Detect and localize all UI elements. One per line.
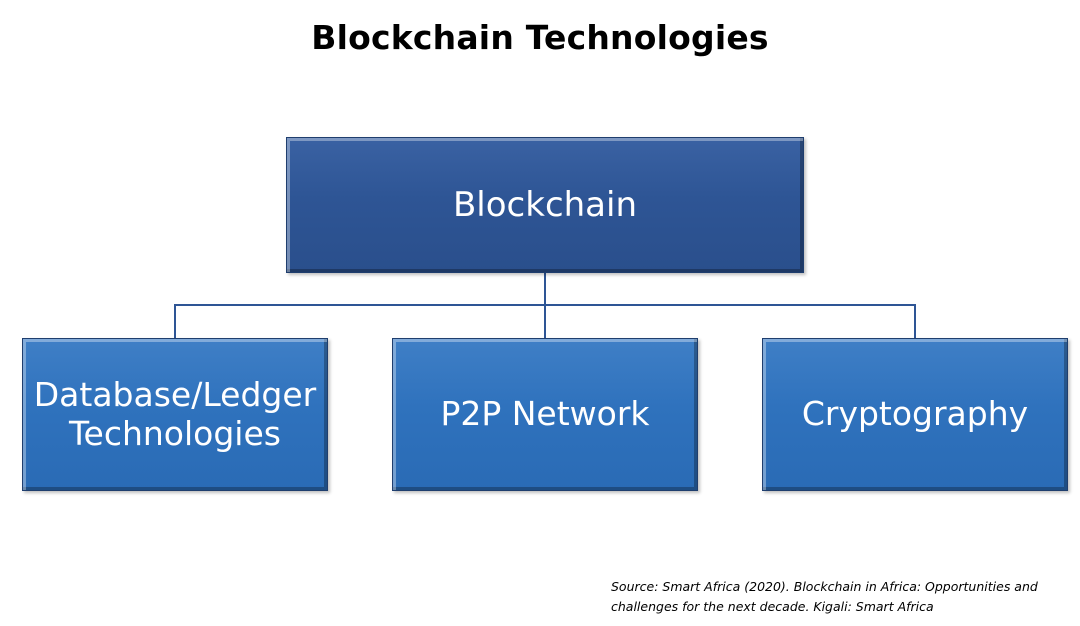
- node-cryptography: Cryptography: [762, 338, 1068, 491]
- node-database-ledger-technologies-label: Database/Ledger Technologies: [33, 374, 317, 453]
- node-blockchain: Blockchain: [286, 137, 804, 273]
- node-cryptography-label: Cryptography: [801, 394, 1029, 434]
- node-p2p-network-label: P2P Network: [440, 394, 650, 434]
- node-p2p-network: P2P Network: [392, 338, 698, 491]
- page-title: Blockchain Technologies: [311, 18, 769, 57]
- source-citation: Source: Smart Africa (2020). Blockchain …: [611, 579, 1038, 614]
- node-database-ledger-technologies: Database/Ledger Technologies: [22, 338, 328, 491]
- node-blockchain-label: Blockchain: [452, 185, 638, 225]
